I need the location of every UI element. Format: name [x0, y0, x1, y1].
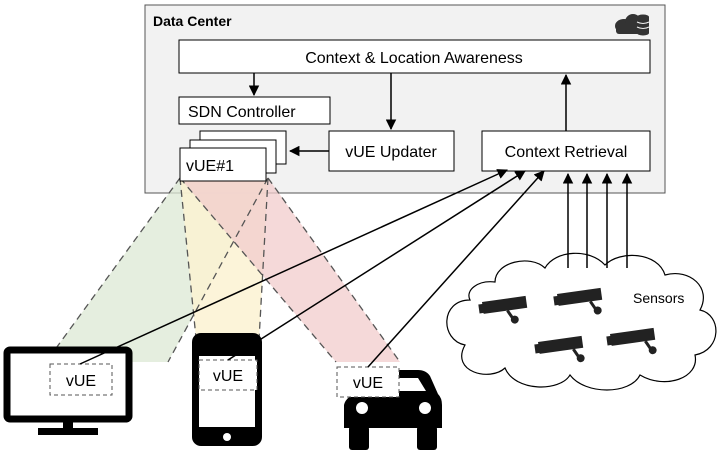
security-camera-icon	[606, 327, 657, 355]
vue-stack-label: vUE#1	[186, 158, 234, 175]
vue-updater-label: vUE Updater	[345, 144, 437, 161]
sensors-cloud	[446, 252, 717, 391]
context-awareness-label: Context & Location Awareness	[305, 50, 523, 67]
sdn-controller-label: SDN Controller	[188, 104, 296, 121]
phone-vue-label: vUE	[213, 368, 243, 385]
context-retrieval-box	[481, 130, 651, 172]
context-retrieval-label: Context Retrieval	[505, 144, 628, 161]
sensors-label: Sensors	[633, 290, 684, 306]
security-camera-icon	[534, 335, 585, 363]
data-center-title: Data Center	[153, 13, 232, 29]
vue-stack-front	[179, 147, 267, 182]
vue-updater-box	[328, 130, 455, 172]
tv-vue-label: vUE	[66, 373, 96, 390]
beam-outlines	[45, 177, 401, 363]
cloud-database-icon	[615, 14, 650, 36]
device-arrows	[79, 169, 545, 368]
security-camera-icon	[478, 295, 528, 324]
sensor-arrows	[562, 172, 633, 268]
context-awareness-box	[178, 39, 651, 74]
phone-vue-box	[198, 359, 258, 391]
security-camera-icon	[553, 287, 603, 315]
car-beam	[180, 178, 400, 362]
internal-arrows	[248, 73, 572, 157]
sdn-controller-box	[178, 96, 331, 125]
car-vue-box	[336, 366, 400, 398]
car-vue-label: vUE	[353, 375, 383, 392]
tv-vue-box	[49, 363, 113, 396]
